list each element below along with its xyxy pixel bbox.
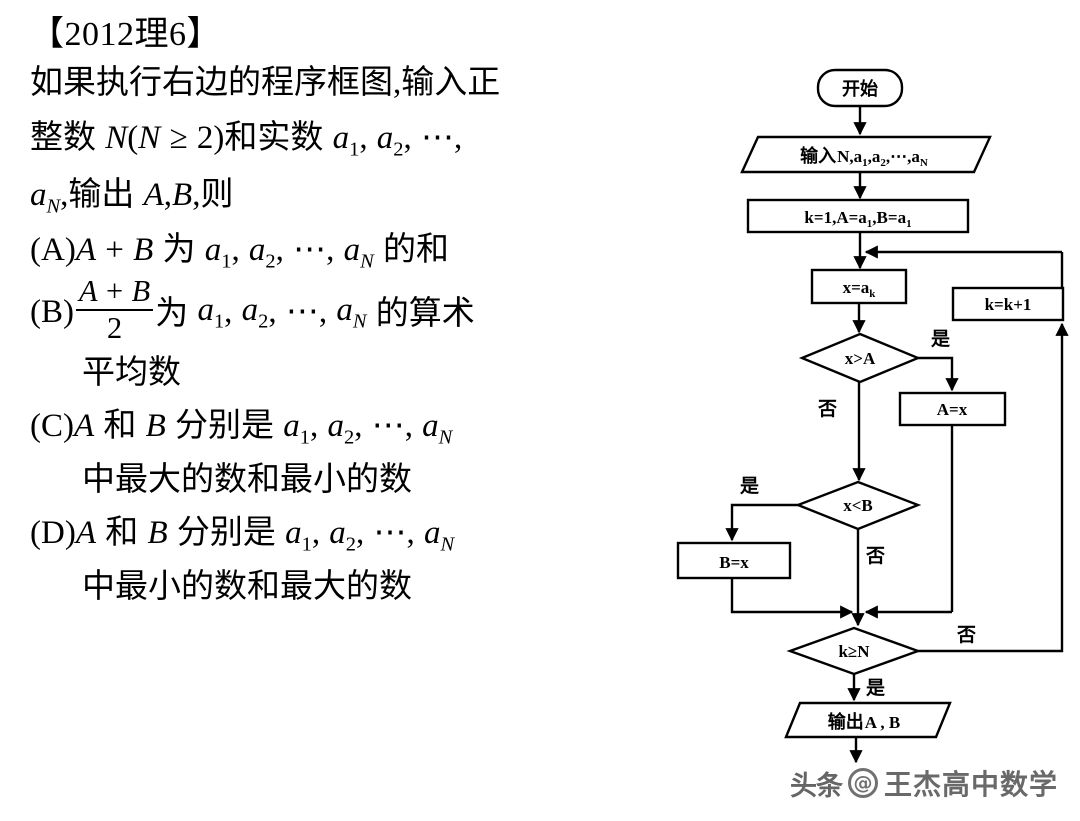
question-line-1-text: 如果执行右边的程序框图,输入正 [30, 64, 501, 101]
edge-label-cond-k-yes: 是 [866, 677, 885, 699]
edge-cond-b-yes [725, 503, 798, 542]
node-input-shape [740, 135, 992, 174]
option-c-continuation: 中最大的数和最小的数 [82, 462, 412, 499]
node-input-label: 输入N,a1,a2,⋯,aN [800, 145, 928, 169]
edge-label-cond-b-yes: 是 [740, 475, 759, 497]
node-cond-a-label: x>A [845, 349, 876, 368]
node-output-shape [784, 701, 952, 739]
node-cond-k-label: k≥N [838, 642, 870, 661]
option-d-label: (D) [30, 515, 76, 552]
at-icon: @ [848, 768, 878, 798]
fraction-a-plus-b-over-2: A+B 2 [76, 276, 154, 346]
node-cond-b-label: x<B [843, 496, 873, 515]
node-output-label: 输出A , B [828, 711, 900, 733]
option-a-label: (A) [30, 232, 76, 269]
program-flowchart: 开始 输入N,a1,a2,⋯,aN k=1,A=a1,B=a1 x=ak x>A… [676, 68, 1069, 764]
node-increment-label: k=k+1 [985, 295, 1032, 314]
watermark-author: 王杰高中数学 [884, 768, 1059, 801]
edge-label-cond-a-no: 否 [817, 398, 837, 420]
node-set-b-label: B=x [719, 553, 749, 572]
option-c-label: (C) [30, 408, 74, 445]
option-b-continuation: 平均数 [82, 355, 181, 392]
fraction-denominator: 2 [107, 311, 123, 346]
page-title: 【2012理6】 [30, 16, 221, 53]
question-line-1: 如果执行右边的程序框图,输入正 [30, 57, 690, 110]
edge-set-b-merge [730, 578, 854, 619]
node-start-label: 开始 [842, 78, 878, 100]
edge-label-cond-b-no: 否 [865, 545, 885, 567]
node-set-a-label: A=x [937, 400, 968, 419]
watermark-badge: 头条 [790, 770, 843, 802]
edge-label-cond-a-yes: 是 [931, 328, 950, 350]
flowchart-panel: 开始 输入N,a1,a2,⋯,aN k=1,A=a1,B=a1 x=ak x>A… [650, 0, 1080, 821]
node-assign-x-label: x=ak [843, 278, 877, 300]
option-d-continuation: 中最小的数和最大的数 [82, 569, 412, 606]
edge-cond-k-no [918, 322, 1069, 653]
node-increment-shape [951, 286, 1065, 322]
edge-label-cond-k-no: 否 [956, 624, 976, 646]
node-set-b-shape [676, 541, 792, 580]
node-init-shape [746, 198, 970, 234]
watermark: 头条 @ 王杰高中数学 [790, 757, 1075, 809]
option-b-label: (B) [30, 293, 74, 330]
edge-cond-a-yes [918, 356, 959, 392]
node-init-label: k=1,A=a1,B=a1 [804, 208, 911, 230]
